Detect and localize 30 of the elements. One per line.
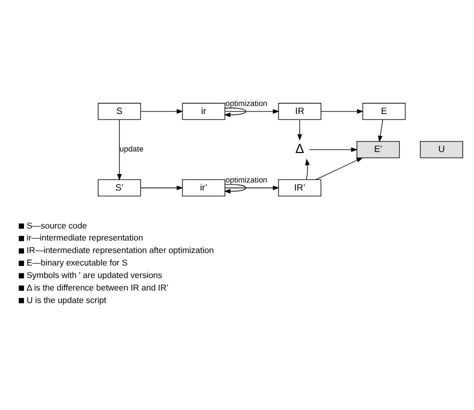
arrow [117,120,122,181]
node-box: E’ [356,141,400,158]
arrow [224,109,280,114]
label: Δ is the difference between IR and IR’ [26,282,168,292]
label: Symbols with ' are updated versions [26,270,162,280]
node-box: IR’ [278,179,322,196]
node-box: U [420,141,464,158]
arrow [378,119,384,142]
arrow [224,186,280,190]
label: ir—intermediate representation [26,232,144,243]
node-box: S [98,102,141,120]
node-box: IR [278,102,322,120]
arrow [309,147,358,152]
node-box: ir [182,102,226,120]
arrow [297,119,302,141]
arrow [320,109,364,114]
node-text: Δ [295,140,304,156]
arrow [140,186,184,190]
label: IR—intermediate representation after optimization [26,245,214,256]
arrow [305,158,310,180]
node-box: E [362,102,406,120]
arrow [315,157,363,180]
label: E—binary executable for S [26,258,128,268]
node-box: S’ [98,179,141,196]
node-box: ir’ [182,179,226,196]
arrow [224,108,246,118]
arrow [140,109,184,114]
label: S—source code [26,220,87,230]
label: U is the update script [26,294,106,305]
arrow [224,184,246,194]
